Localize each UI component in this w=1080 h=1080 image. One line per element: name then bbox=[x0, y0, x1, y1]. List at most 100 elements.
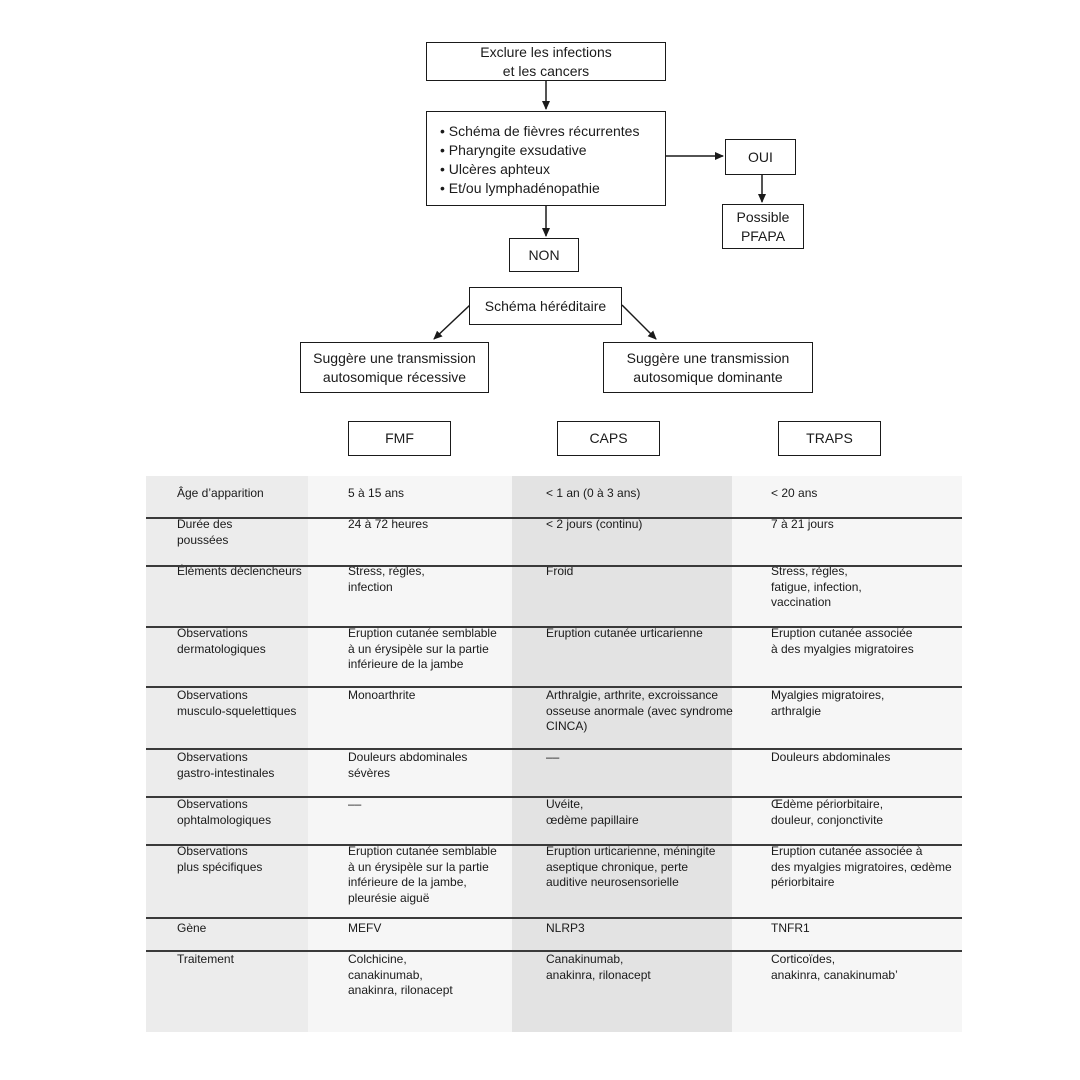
cell-line: fatigue, infection, bbox=[771, 579, 862, 594]
cell-line: Durée des bbox=[177, 517, 233, 531]
table-column-bg-label bbox=[146, 476, 308, 1032]
cell-line: 7 à 21 jours bbox=[771, 517, 834, 531]
table-cell-traps: Douleurs abdominales bbox=[771, 750, 890, 766]
header-traps: TRAPS bbox=[778, 421, 881, 456]
table-cell-fmf: Colchicine,canakinumab,anakinra, rilonac… bbox=[348, 952, 453, 999]
hereditary-box: Schéma héréditaire bbox=[469, 287, 622, 325]
header-fmf-label: FMF bbox=[385, 430, 414, 446]
header-traps-label: TRAPS bbox=[806, 430, 853, 446]
cell-line: anakinra, canakinumab’ bbox=[771, 967, 898, 982]
cell-line: Éruption cutanée semblable bbox=[348, 626, 497, 640]
cell-line: musculo-squelettiques bbox=[177, 703, 297, 718]
cell-line: Froid bbox=[546, 564, 574, 578]
recessive-line-2: autosomique récessive bbox=[322, 368, 467, 385]
cell-line: périorbitaire bbox=[771, 875, 835, 889]
cell-line: arthralgie bbox=[771, 703, 822, 718]
row-divider bbox=[146, 626, 962, 628]
criteria-list: Schéma de fièvres récurrentes Pharyngite… bbox=[440, 122, 640, 198]
exclude-infections-box: Exclure les infections et les cancers bbox=[426, 42, 666, 81]
cell-line: infection bbox=[348, 579, 393, 594]
criteria-item: Schéma de fièvres récurrentes bbox=[440, 122, 640, 141]
cell-line: sévères bbox=[348, 765, 391, 780]
cell-line: 24 à 72 heures bbox=[348, 517, 429, 531]
dominant-line-1: Suggère une transmission bbox=[626, 349, 790, 366]
cell-line: Observations bbox=[177, 844, 248, 858]
no-box: NON bbox=[509, 238, 579, 272]
criteria-item: Et/ou lymphadénopathie bbox=[440, 179, 639, 198]
cell-line: Œdème périorbitaire, bbox=[771, 797, 884, 811]
row-divider bbox=[146, 844, 962, 846]
row-divider bbox=[146, 686, 962, 688]
cell-line: anakinra, rilonacept bbox=[348, 983, 453, 997]
table-cell-fmf: 5 à 15 ans bbox=[348, 486, 404, 502]
cell-line: Gène bbox=[177, 921, 207, 935]
cell-line: Colchicine, bbox=[348, 952, 407, 966]
table-cell-fmf: –– bbox=[348, 797, 361, 813]
cell-line: Canakinumab, bbox=[546, 952, 624, 966]
cell-line: à un érysipèle sur la partie bbox=[348, 859, 489, 874]
cell-line: Uvéite, bbox=[546, 797, 584, 811]
row-label: Traitement bbox=[177, 952, 234, 968]
table-cell-caps: Froid bbox=[546, 564, 573, 580]
table-column-bg-fmf bbox=[308, 476, 512, 1032]
dominant-line-2: autosomique dominante bbox=[633, 368, 783, 385]
table-cell-traps: Œdème périorbitaire,douleur, conjonctivi… bbox=[771, 797, 883, 828]
criteria-item: Ulcères aphteux bbox=[440, 160, 639, 179]
table-cell-fmf: Monoarthrite bbox=[348, 688, 415, 704]
row-divider bbox=[146, 517, 962, 519]
cell-line: Observations bbox=[177, 797, 248, 811]
arrow-hereditary-to-recessive bbox=[433, 304, 471, 340]
cell-line: NLRP3 bbox=[546, 921, 585, 935]
cell-line: inférieure de la jambe bbox=[348, 657, 464, 671]
cell-line: œdème papillaire bbox=[546, 812, 639, 827]
cell-line: Myalgies migratoires, bbox=[771, 688, 885, 702]
table-cell-fmf: Stress, règles,infection bbox=[348, 564, 425, 595]
cell-line: plus spécifiques bbox=[177, 859, 263, 874]
dominant-box: Suggère une transmission autosomique dom… bbox=[603, 342, 813, 393]
cell-line: Observations bbox=[177, 750, 248, 764]
cell-line: –– bbox=[546, 750, 560, 764]
row-label: Éléments déclencheurs bbox=[177, 564, 302, 580]
cell-line: 5 à 15 ans bbox=[348, 486, 405, 500]
table-cell-fmf: 24 à 72 heures bbox=[348, 517, 428, 533]
exclude-line-1: Exclure les infections bbox=[480, 43, 612, 60]
cell-line: Monoarthrite bbox=[348, 688, 416, 702]
cell-line: douleur, conjonctivite bbox=[771, 812, 884, 827]
pfapa-line-1: Possible bbox=[736, 208, 790, 225]
cell-line: Arthralgie, arthrite, excroissance bbox=[546, 688, 719, 702]
cell-line: à un érysipèle sur la partie bbox=[348, 641, 489, 656]
cell-line: Éruption cutanée associée à bbox=[771, 844, 923, 858]
cell-line: des myalgies migratoires, œdème bbox=[771, 859, 952, 874]
row-divider bbox=[146, 748, 962, 750]
hereditary-label: Schéma héréditaire bbox=[484, 297, 607, 314]
row-divider bbox=[146, 917, 962, 919]
cell-line: < 2 jours (continu) bbox=[546, 517, 643, 531]
row-divider bbox=[146, 796, 962, 798]
cell-line: Éruption cutanée associée bbox=[771, 626, 913, 640]
arrow-hereditary-to-dominant bbox=[621, 304, 657, 340]
cell-line: canakinumab, bbox=[348, 967, 423, 982]
cell-line: anakinra, rilonacept bbox=[546, 967, 651, 982]
cell-line: Observations bbox=[177, 688, 248, 702]
recessive-line-1: Suggère une transmission bbox=[313, 349, 476, 366]
cell-line: Douleurs abdominales bbox=[771, 750, 891, 764]
cell-line: CINCA) bbox=[546, 719, 588, 733]
cell-line: osseuse anormale (avec syndrome bbox=[546, 703, 733, 718]
table-cell-caps: < 2 jours (continu) bbox=[546, 517, 642, 533]
pfapa-line-2: PFAPA bbox=[740, 227, 786, 244]
